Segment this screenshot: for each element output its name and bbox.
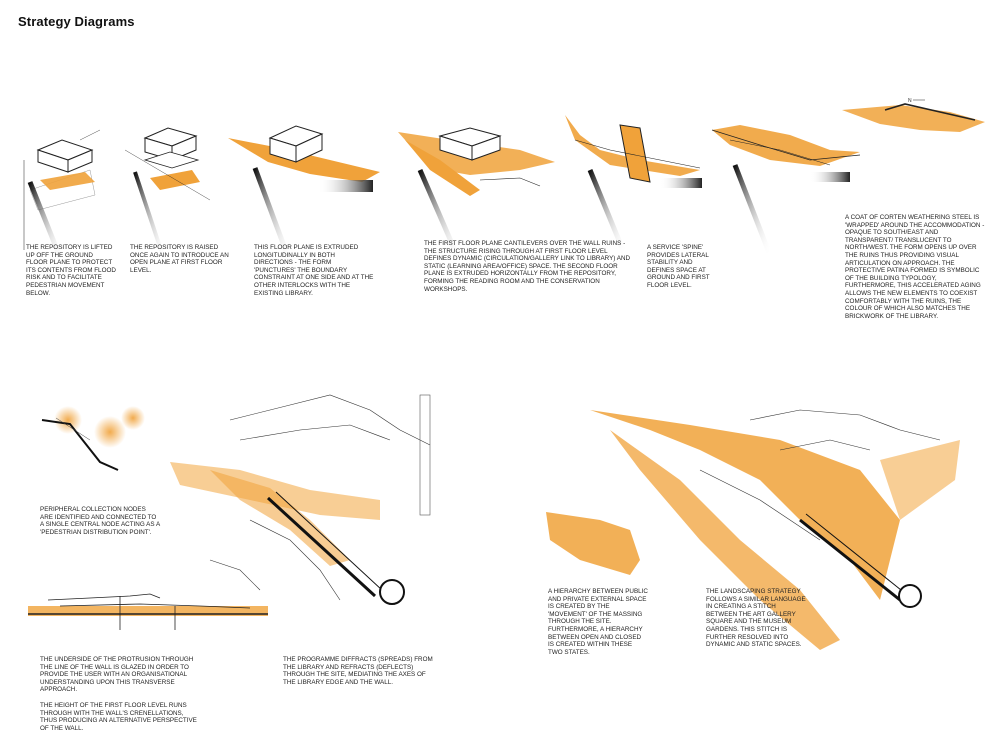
caption-landscaping: The landscaping strategy follows a simil… <box>706 588 806 649</box>
diagram-section <box>28 593 268 630</box>
diagram-5-service-spine <box>565 115 702 256</box>
caption-diagram-5: A service 'spine' provides lateral stabi… <box>647 244 710 289</box>
diagram-programme-plan <box>170 394 431 605</box>
north-label: N <box>908 98 912 104</box>
caption-section-height: The height of the first floor level runs… <box>40 702 197 732</box>
page-title: Strategy Diagrams <box>18 14 135 29</box>
caption-diagram-7: A coat of corten weathering steel is 'wr… <box>845 214 985 320</box>
caption-diagram-3: This floor plane is extruded longitudina… <box>254 244 374 297</box>
diagram-2-repository-raised <box>124 127 211 263</box>
diagram-6-massing <box>711 125 861 256</box>
caption-diagram-1: The repository is lifted up off the grou… <box>26 244 116 297</box>
caption-section-glazing: The underside of the protrusion through … <box>40 656 194 694</box>
caption-collection-nodes: Peripheral collection nodes are identifi… <box>40 506 160 536</box>
diagram-3-floor-plane-extruded <box>228 125 380 263</box>
diagram-1-repository-lifted <box>23 129 101 263</box>
caption-hierarchy: A hierarchy between public and private e… <box>548 588 648 656</box>
diagram-landscape-plan <box>546 409 960 650</box>
caption-diagram-4: The first floor plane cantilevers over t… <box>424 240 631 293</box>
diagram-4-first-floor-cantilever <box>398 127 555 263</box>
diagram-collection-nodes <box>41 406 145 471</box>
caption-programme: The programme diffracts (spreads) from t… <box>283 656 433 686</box>
caption-diagram-2: The repository is raised once again to i… <box>130 244 229 274</box>
diagram-7-corten-plan <box>842 99 985 132</box>
